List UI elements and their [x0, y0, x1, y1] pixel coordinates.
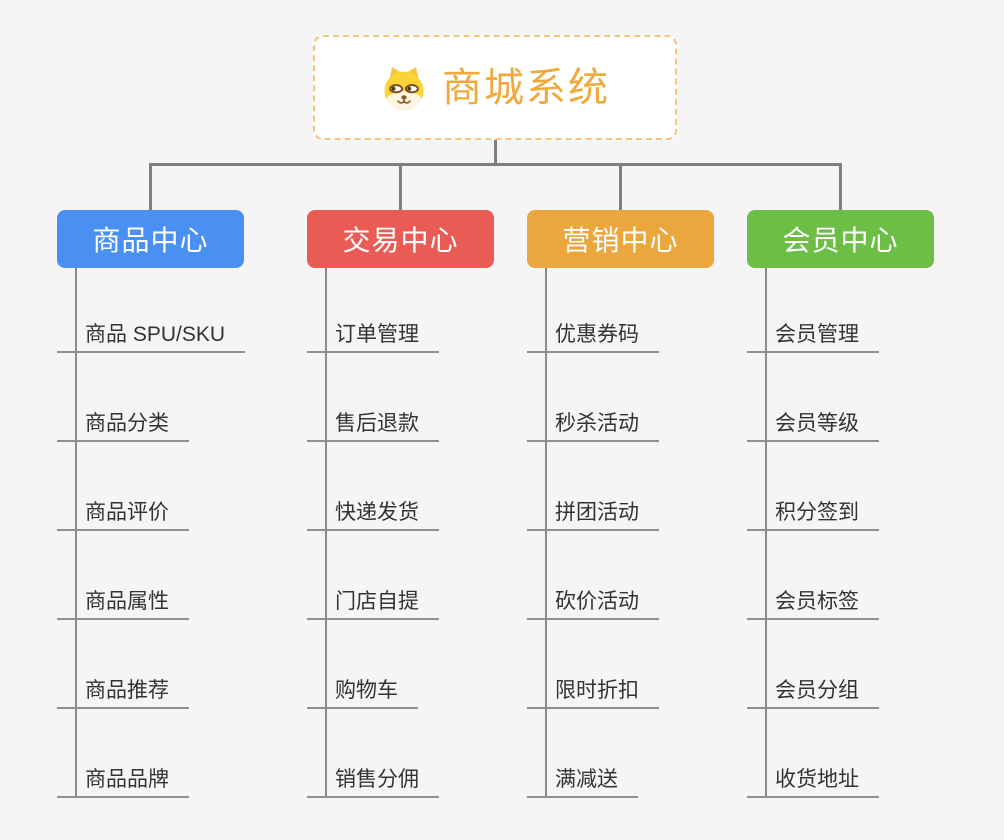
- node-item[interactable]: 优惠券码: [527, 319, 659, 353]
- node-item[interactable]: 快递发货: [307, 497, 439, 531]
- branch-members: 会员中心 会员管理 会员等级 积分签到 会员标签 会员分组 收货地址: [747, 210, 1004, 798]
- node-item[interactable]: 商品属性: [57, 586, 189, 620]
- node-item[interactable]: 限时折扣: [527, 675, 659, 709]
- node-item[interactable]: 满减送: [527, 764, 638, 798]
- node-item[interactable]: 门店自提: [307, 586, 439, 620]
- connector-drop-4: [839, 163, 842, 211]
- branch-header-members[interactable]: 会员中心: [747, 210, 934, 268]
- node-item[interactable]: 售后退款: [307, 408, 439, 442]
- node-item[interactable]: 商品分类: [57, 408, 189, 442]
- root-title: 商城系统: [442, 65, 610, 110]
- node-item[interactable]: 会员标签: [747, 586, 879, 620]
- node-item[interactable]: 会员管理: [747, 319, 879, 353]
- branch-items: 订单管理 售后退款 快递发货 门店自提 购物车 销售分佣: [307, 319, 567, 798]
- node-item[interactable]: 商品 SPU/SKU: [57, 319, 246, 353]
- node-item[interactable]: 砍价活动: [527, 586, 659, 620]
- connector-drop-2: [399, 163, 402, 211]
- branch-line: [545, 268, 547, 798]
- connector-drop-3: [619, 163, 622, 211]
- node-item[interactable]: 商品推荐: [57, 675, 189, 709]
- node-item[interactable]: 销售分佣: [307, 764, 439, 798]
- connector-rail: [149, 163, 842, 166]
- node-item[interactable]: 积分签到: [747, 497, 879, 531]
- node-item[interactable]: 秒杀活动: [527, 408, 659, 442]
- branch-header-marketing[interactable]: 营销中心: [527, 210, 714, 268]
- branch-header-trade[interactable]: 交易中心: [307, 210, 494, 268]
- branch-products: 商品中心 商品 SPU/SKU 商品分类 商品评价 商品属性 商品推荐 商品品牌: [57, 210, 317, 798]
- node-item[interactable]: 商品品牌: [57, 764, 189, 798]
- node-item[interactable]: 拼团活动: [527, 497, 659, 531]
- connector-root-stem: [494, 140, 497, 166]
- branch-marketing: 营销中心 优惠券码 秒杀活动 拼团活动 砍价活动 限时折扣 满减送: [527, 210, 787, 798]
- branch-line: [75, 268, 77, 798]
- branch-items: 商品 SPU/SKU 商品分类 商品评价 商品属性 商品推荐 商品品牌: [57, 319, 317, 798]
- node-item[interactable]: 购物车: [307, 675, 418, 709]
- branch-line: [765, 268, 767, 798]
- connector-drop-1: [149, 163, 152, 211]
- branch-line: [325, 268, 327, 798]
- branch-header-products[interactable]: 商品中心: [57, 210, 244, 268]
- node-item[interactable]: 收货地址: [747, 764, 879, 798]
- node-item[interactable]: 订单管理: [307, 319, 439, 353]
- branch-items: 会员管理 会员等级 积分签到 会员标签 会员分组 收货地址: [747, 319, 1004, 798]
- root-node[interactable]: 商城系统: [313, 35, 677, 140]
- branch-items: 优惠券码 秒杀活动 拼团活动 砍价活动 限时折扣 满减送: [527, 319, 787, 798]
- branch-trade: 交易中心 订单管理 售后退款 快递发货 门店自提 购物车 销售分佣: [307, 210, 567, 798]
- node-item[interactable]: 会员分组: [747, 675, 879, 709]
- node-item[interactable]: 商品评价: [57, 497, 189, 531]
- dog-icon: [384, 66, 424, 110]
- node-item[interactable]: 会员等级: [747, 408, 879, 442]
